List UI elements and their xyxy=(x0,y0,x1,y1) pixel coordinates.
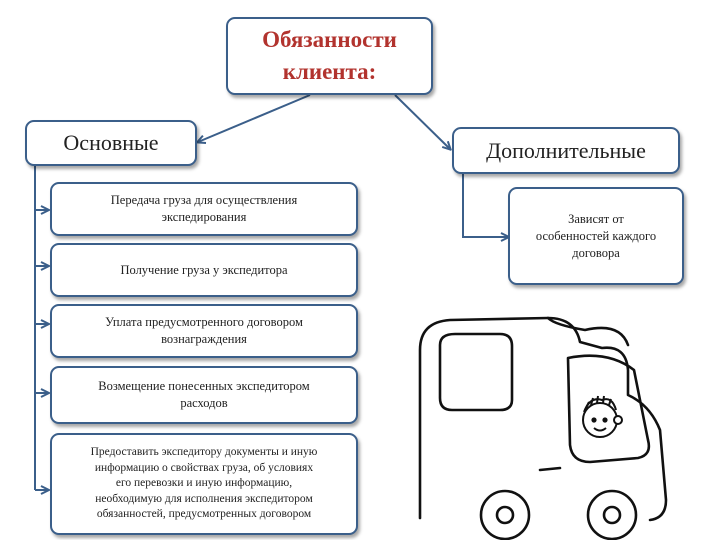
secondary-item: Зависят от особенностей каждого договора xyxy=(508,187,684,285)
root-box: Обязанности клиента: xyxy=(226,17,433,95)
truck-wheel-left xyxy=(479,489,531,540)
primary-label: Основные xyxy=(63,130,159,155)
arrow-root-to-primary xyxy=(198,94,311,142)
primary-box: Основные xyxy=(25,120,197,166)
arrow-secondary-item xyxy=(462,170,508,237)
root-line-2: клиента: xyxy=(282,59,377,84)
primary-item: Получение груза у экспедитора xyxy=(50,243,358,297)
primary-item: Передача груза для осуществления экспеди… xyxy=(50,182,358,236)
arrow-root-to-secondary xyxy=(394,94,450,149)
root-line-1: Обязанности xyxy=(262,27,397,52)
truck-window xyxy=(566,354,651,464)
secondary-label: Дополнительные xyxy=(486,137,646,163)
truck-wheel-right xyxy=(586,489,638,540)
truck-side-window xyxy=(438,332,514,412)
driver-face xyxy=(582,395,623,438)
primary-item: Возмещение понесенных экспедитором расхо… xyxy=(50,366,358,424)
truck-door-handle xyxy=(538,466,562,472)
primary-item: Уплата предусмотренного договором вознаг… xyxy=(50,304,358,358)
primary-item: Предоставить экспедитору документы и ину… xyxy=(50,433,358,535)
truck-roof-bump xyxy=(546,316,630,347)
secondary-box: Дополнительные xyxy=(452,127,680,174)
truck-cab xyxy=(418,316,668,522)
